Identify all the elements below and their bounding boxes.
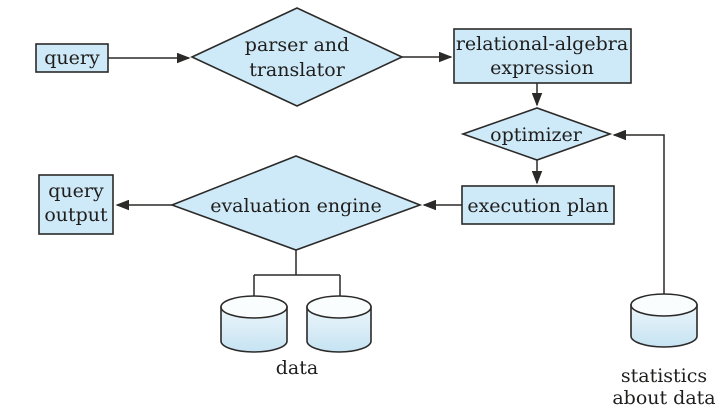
query-output-label-line2: output	[44, 204, 108, 226]
query-output-box	[38, 174, 114, 235]
execution-plan-label: execution plan	[467, 195, 608, 217]
execution-plan-node: execution plan	[461, 185, 615, 225]
evaluation-engine-node: evaluation engine	[169, 155, 423, 251]
query-box	[35, 43, 109, 73]
query-output-label-line1: query	[48, 180, 104, 202]
relational-algebra-label-line1: relational-algebra	[456, 33, 628, 55]
parser-translator-diamond	[190, 7, 404, 107]
relational-algebra-box	[453, 28, 632, 84]
data-store-cylinder-2	[306, 295, 372, 353]
optimizer-diamond	[460, 107, 613, 161]
data-store-label: data	[276, 357, 318, 379]
database-cylinder-top	[630, 293, 698, 317]
database-cylinder-icon	[630, 304, 698, 348]
query-label: query	[44, 47, 100, 69]
connector-evaluation-engine-to-data-stores	[253, 250, 341, 297]
statistics-store-cylinder	[630, 293, 698, 348]
database-cylinder-top	[306, 295, 372, 319]
relational-algebra-node: relational-algebra expression	[453, 28, 632, 84]
optimizer-node: optimizer	[460, 107, 613, 161]
execution-plan-box	[461, 185, 615, 225]
parser-translator-label-line1: parser and	[245, 34, 349, 56]
optimizer-label: optimizer	[490, 124, 583, 146]
parser-translator-label-line2: translator	[249, 59, 346, 81]
query-output-node: query output	[38, 174, 114, 235]
parser-translator-node: parser and translator	[190, 7, 404, 107]
database-cylinder-icon	[220, 306, 288, 353]
evaluation-engine-diamond	[169, 155, 423, 251]
evaluation-engine-label: evaluation engine	[210, 195, 382, 217]
statistics-store-label-line1: statistics	[621, 365, 707, 387]
query-node: query	[35, 43, 109, 73]
database-cylinder-icon	[306, 306, 372, 353]
database-cylinder-top	[220, 295, 288, 319]
relational-algebra-label-line2: expression	[490, 57, 594, 79]
statistics-store-label-line2: about data	[612, 387, 715, 409]
arrow-statistics-to-optimizer	[612, 129, 665, 297]
data-store-cylinder-1	[220, 295, 288, 353]
